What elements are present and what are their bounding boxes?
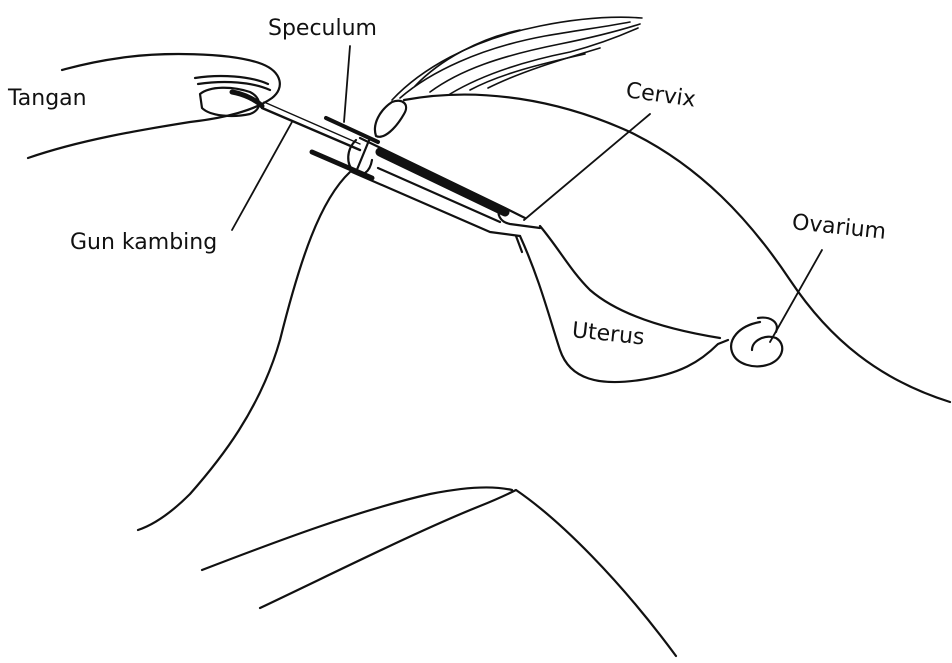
tail-hair — [392, 17, 642, 100]
rump-line — [404, 95, 950, 402]
ovary-outline — [731, 318, 782, 367]
label-gun-kambing: Gun kambing — [70, 232, 217, 254]
leader-cervix — [524, 114, 650, 220]
uterus-outline — [516, 226, 728, 382]
rear-leg-line — [138, 172, 350, 530]
belly-line-upper — [202, 487, 512, 570]
label-tangan: Tangan — [8, 88, 87, 110]
label-speculum: Speculum — [268, 18, 377, 40]
belly-line-lower — [260, 490, 676, 656]
leader-gun — [232, 122, 292, 230]
leader-speculum — [344, 46, 350, 122]
leader-lines — [232, 46, 822, 342]
